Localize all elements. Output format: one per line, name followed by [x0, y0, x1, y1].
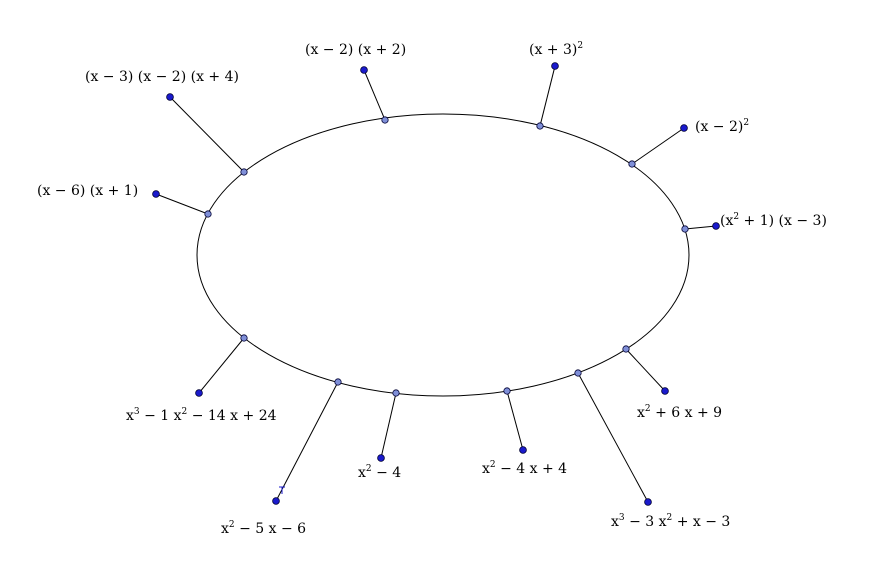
outer-point-tr2[interactable] — [680, 124, 688, 132]
label-text: + 6 x + 9 — [650, 405, 723, 421]
anchor-point-rr1[interactable] — [681, 225, 689, 233]
connectors — [152, 62, 720, 506]
label-text: (x − 6) (x + 1) — [37, 183, 139, 199]
central-ellipse — [196, 113, 690, 397]
connector-line-bl2 — [275, 381, 339, 502]
label-text: (x − 2) — [695, 119, 744, 135]
outer-point-bc1[interactable] — [377, 454, 385, 462]
label-text: x — [358, 465, 366, 481]
label-x-2-squared: (x − 2)2 — [695, 118, 750, 136]
outer-point-tl3[interactable] — [166, 93, 174, 101]
label-text: − 4 x + 4 — [495, 461, 568, 477]
outer-point-bc2[interactable] — [519, 446, 527, 454]
label-superscript: 2 — [181, 407, 188, 417]
anchor-point-tc2[interactable] — [381, 116, 389, 124]
connector-line-tl3 — [169, 96, 245, 173]
label-text: + 1) (x − 3) — [739, 213, 827, 229]
label-superscript: 2 — [644, 404, 651, 414]
label-text: − 4 — [371, 465, 402, 481]
anchor-point-br2[interactable] — [622, 345, 630, 353]
label-cubic-minus-14x: x3 − 1 x2 − 14 x + 24 — [126, 407, 277, 425]
label-x2-4: x2 − 4 — [358, 464, 402, 482]
label-text: x — [126, 408, 134, 424]
label-text: (x + 3) — [529, 42, 578, 58]
label-x-3-x-2-x-4: (x − 3) (x − 2) (x + 4) — [85, 69, 239, 85]
label-text: x — [482, 461, 490, 477]
connector-line-ll1 — [155, 193, 209, 215]
anchor-point-tl3[interactable] — [240, 168, 248, 176]
label-text: − 14 x + 24 — [187, 408, 277, 424]
connector-line-bc2 — [506, 390, 524, 451]
label-text: − 1 x — [139, 408, 182, 424]
anchor-point-bc1[interactable] — [392, 389, 400, 397]
label-x-2-x-2: (x − 2) (x + 2) — [305, 42, 406, 58]
outer-point-ll1[interactable] — [152, 190, 160, 198]
outer-point-tc2[interactable] — [360, 66, 368, 74]
label-text: x — [637, 405, 645, 421]
label-x-3-squared: (x + 3)2 — [529, 41, 584, 59]
label-x2-6x-9: x2 + 6 x + 9 — [637, 404, 723, 422]
label-x2-5x-6: x2 − 5 x − 6 — [221, 520, 307, 538]
connector-line-br2 — [625, 348, 666, 392]
label-superscript: 2 — [489, 460, 496, 470]
label-x2-1-x-3: (x2 + 1) (x − 3) — [720, 212, 827, 230]
label-superscript: 2 — [365, 464, 372, 474]
anchor-point-bc2[interactable] — [503, 387, 511, 395]
label-text: (x — [720, 213, 734, 229]
anchor-point-tr2[interactable] — [628, 160, 636, 168]
label-text: + x − 3 — [672, 514, 731, 530]
label-superscript: 2 — [666, 513, 673, 523]
label-superscript: 2 — [733, 212, 740, 222]
anchor-point-ll1[interactable] — [204, 210, 212, 218]
label-text: − 3 x — [624, 514, 667, 530]
label-x-6-x-1: (x − 6) (x + 1) — [37, 183, 138, 199]
outer-point-tr1[interactable] — [551, 62, 559, 70]
label-text: (x − 2) (x + 2) — [305, 42, 407, 58]
outer-point-br1[interactable] — [644, 498, 652, 506]
anchor-point-br1[interactable] — [574, 369, 582, 377]
label-superscript: 3 — [133, 407, 140, 417]
label-x2-4x-4: x2 − 4 x + 4 — [482, 460, 568, 478]
label-superscript: 3 — [618, 513, 625, 523]
cursor-mark-icon — [279, 486, 285, 494]
label-superscript: 2 — [228, 520, 235, 530]
label-text: x — [221, 521, 229, 537]
label-text: − 5 x − 6 — [234, 521, 307, 537]
label-text: x — [611, 514, 619, 530]
outer-point-br2[interactable] — [661, 387, 669, 395]
label-superscript: 2 — [577, 41, 584, 51]
connector-line-br1 — [577, 372, 649, 503]
connector-line-rr1 — [684, 225, 717, 230]
anchor-point-bl1[interactable] — [240, 334, 248, 342]
connector-line-bl1 — [198, 337, 245, 394]
connector-line-tr2 — [631, 127, 685, 165]
anchor-point-tr1[interactable] — [536, 122, 544, 130]
label-text: (x − 3) (x − 2) (x + 4) — [85, 69, 239, 85]
connector-line-bc1 — [380, 392, 397, 459]
outer-point-bl2[interactable] — [272, 497, 280, 505]
anchor-point-bl2[interactable] — [334, 378, 342, 386]
label-superscript: 2 — [743, 118, 750, 128]
label-cubic-minus-3x2: x3 − 3 x2 + x − 3 — [611, 513, 731, 531]
connector-line-tc2 — [363, 69, 386, 121]
outer-point-bl1[interactable] — [195, 389, 203, 397]
outer-point-rr1[interactable] — [712, 222, 720, 230]
connector-line-tr1 — [539, 65, 556, 127]
